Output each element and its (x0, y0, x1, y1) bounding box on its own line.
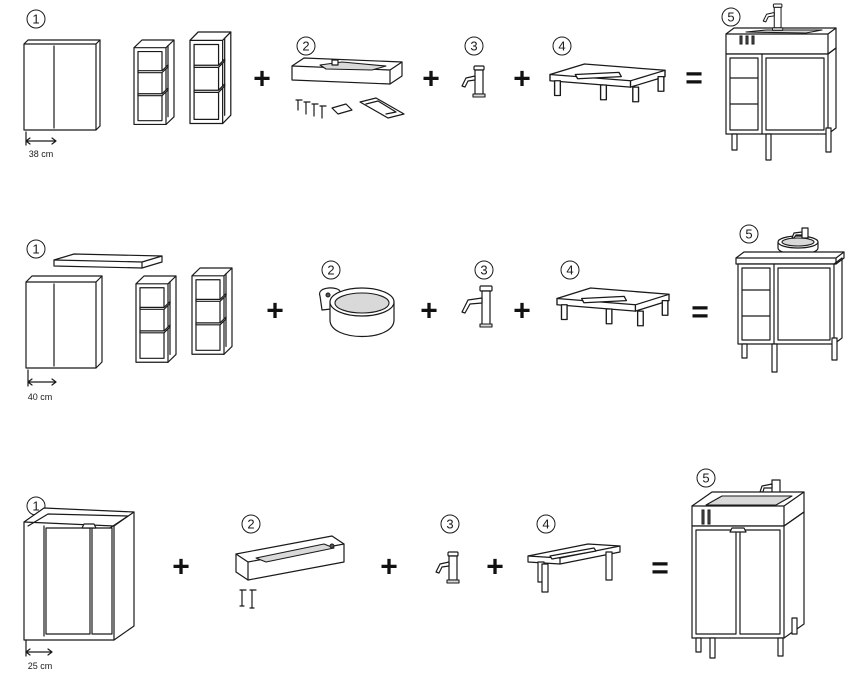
tap-icon (461, 65, 486, 98)
leg-frame-narrow (527, 543, 621, 593)
step-2-marker (241, 514, 261, 534)
open-shelf-unit (189, 31, 232, 125)
step-4-number: 4 (542, 517, 549, 532)
plus-sign: + (172, 551, 190, 584)
width-label: 38 cm (29, 149, 54, 159)
step-3-marker (474, 260, 494, 280)
width-label: 25 cm (28, 661, 53, 671)
step-1-marker (26, 9, 46, 29)
plus-sign: + (266, 295, 284, 328)
step-5-marker (721, 7, 741, 27)
step-1-number: 1 (32, 242, 39, 257)
step-2-marker (296, 36, 316, 56)
wall-brackets (239, 589, 257, 609)
row-3: 1 25 cm + 2 + 3 + 4 (23, 468, 805, 671)
step-5-marker (739, 224, 759, 244)
assembled-vanity-3 (691, 479, 805, 659)
open-shelf-unit (133, 39, 175, 126)
basin-accessories (295, 97, 405, 119)
tall-tap-icon (461, 285, 493, 328)
step-5-marker (696, 468, 716, 488)
step-3-number: 3 (480, 263, 487, 278)
plus-sign: + (422, 63, 440, 96)
step-3-number: 3 (446, 517, 453, 532)
equals-sign: = (685, 62, 703, 95)
width-dimension (25, 131, 57, 146)
countertop (53, 253, 163, 269)
step-5-number: 5 (745, 227, 752, 242)
plus-sign: + (513, 63, 531, 96)
wall-cabinet-40 (25, 275, 103, 369)
step-3-marker (464, 36, 484, 56)
narrow-washbasin (235, 535, 345, 581)
assembled-vanity-2 (735, 227, 845, 373)
plus-sign: + (253, 63, 271, 96)
tap-icon (435, 551, 460, 584)
base-cabinet-25 (23, 507, 135, 641)
vessel-basin (319, 287, 395, 337)
plus-sign: + (513, 295, 531, 328)
plus-sign: + (486, 551, 504, 584)
step-2-number: 2 (327, 263, 334, 278)
step-4-number: 4 (566, 263, 573, 278)
step-5-number: 5 (702, 471, 709, 486)
step-3-number: 3 (470, 39, 477, 54)
step-2-marker (321, 260, 341, 280)
step-4-marker (536, 514, 556, 534)
leg-frame (556, 287, 670, 327)
step-4-number: 4 (558, 39, 565, 54)
plus-sign: + (420, 295, 438, 328)
width-label: 40 cm (28, 392, 53, 402)
step-4-marker (552, 36, 572, 56)
step-2-number: 2 (302, 39, 309, 54)
step-5-number: 5 (727, 10, 734, 25)
step-1-number: 1 (32, 12, 39, 27)
leg-frame (549, 63, 666, 103)
equals-sign: = (691, 296, 709, 329)
washbasin (291, 57, 403, 85)
open-shelf-unit (135, 275, 177, 363)
width-dimension (27, 369, 57, 387)
row-2: 1 40 cm + 2 + 3 (25, 224, 845, 402)
equals-sign: = (651, 552, 669, 585)
plus-sign: + (380, 551, 398, 584)
row-1: 1 38 cm + 2 + 3 (23, 3, 837, 161)
assembled-vanity-1 (725, 3, 837, 161)
wall-cabinet-38 (23, 39, 101, 131)
step-2-number: 2 (247, 517, 254, 532)
open-shelf-unit (191, 267, 233, 355)
step-1-marker (26, 239, 46, 259)
step-1-number: 1 (32, 499, 39, 514)
step-3-marker (440, 514, 460, 534)
width-dimension (25, 639, 53, 657)
step-4-marker (560, 260, 580, 280)
